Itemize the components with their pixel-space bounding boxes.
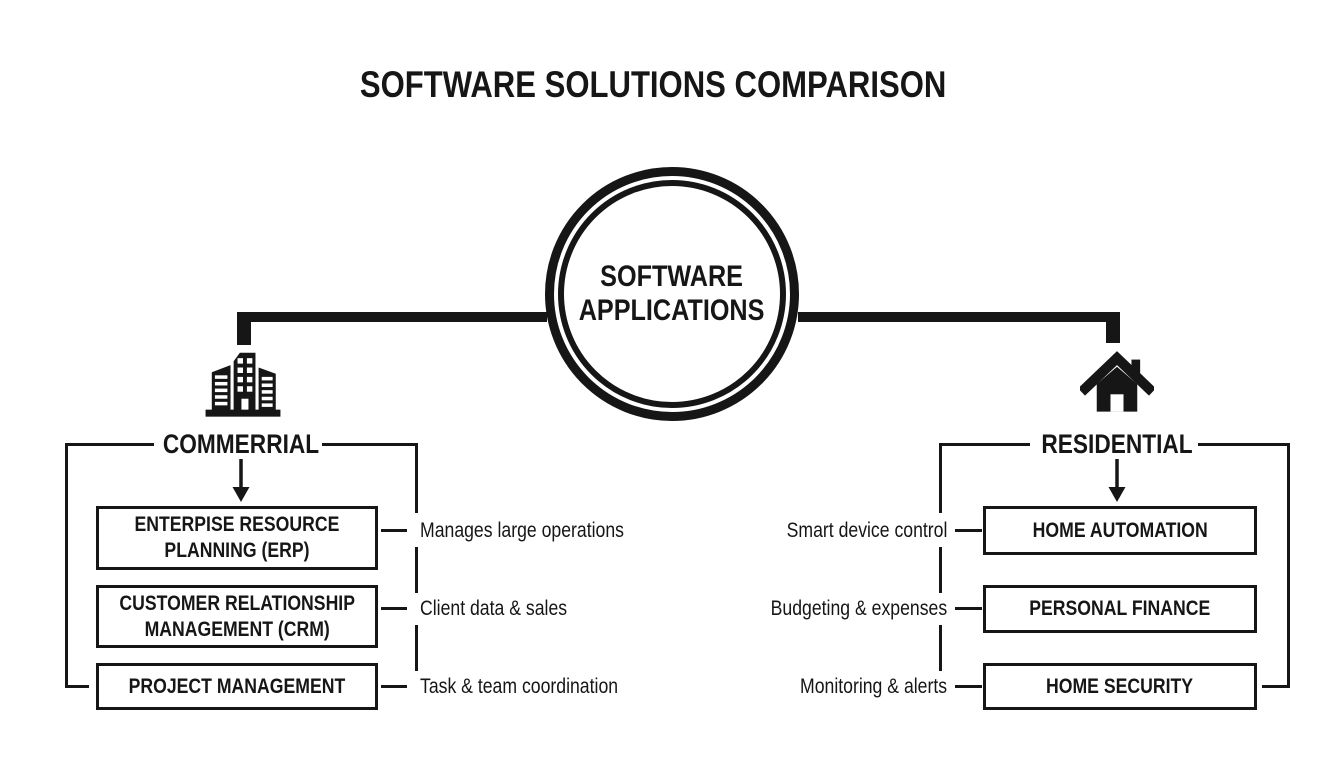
spine-right-seg1 bbox=[939, 443, 942, 513]
desc-crm-text: Client data & sales bbox=[420, 597, 568, 620]
diagram-title-text: SOFTWARE SOLUTIONS COMPARISON bbox=[359, 64, 947, 105]
box-project-management: PROJECT MANAGEMENT bbox=[96, 663, 378, 710]
desc-project-management-text: Task & team coordination bbox=[420, 675, 619, 698]
commercial-branch-label-text: COMMERRIAL bbox=[162, 429, 320, 459]
connector-bar-left bbox=[237, 312, 547, 322]
spine-left-seg1 bbox=[415, 443, 418, 513]
down-arrow-residential bbox=[1108, 459, 1126, 502]
tick-crm bbox=[381, 607, 407, 610]
desc-home-automation-text: Smart device control bbox=[786, 519, 947, 542]
box-crm: CUSTOMER RELATIONSHIP MANAGEMENT (CRM) bbox=[96, 585, 378, 648]
center-node-label: SOFTWARE APPLICATIONS bbox=[579, 260, 765, 328]
box-personal-finance: PERSONAL FINANCE bbox=[983, 585, 1257, 633]
spine-right-seg3 bbox=[939, 625, 942, 671]
desc-erp-text: Manages large operations bbox=[420, 519, 624, 542]
down-arrow-commercial bbox=[232, 459, 250, 502]
desc-home-security: Monitoring & alerts bbox=[697, 674, 947, 700]
box-home-automation-line1: HOME AUTOMATION bbox=[1032, 518, 1208, 542]
bracket-left-vertical bbox=[65, 443, 68, 688]
box-home-security-line1: HOME SECURITY bbox=[1046, 674, 1194, 698]
desc-project-management: Task & team coordination bbox=[420, 674, 670, 700]
box-crm-text: CUSTOMER RELATIONSHIP MANAGEMENT (CRM) bbox=[119, 591, 355, 643]
spine-right-seg2 bbox=[939, 547, 942, 593]
software-applications-node: SOFTWARE APPLICATIONS bbox=[545, 167, 799, 421]
desc-erp: Manages large operations bbox=[420, 518, 670, 544]
box-erp: ENTERPISE RESOURCE PLANNING (ERP) bbox=[96, 506, 378, 570]
box-erp-line1: ENTERPISE RESOURCE bbox=[134, 513, 340, 536]
bracket-left-bottom bbox=[65, 685, 89, 688]
hline-residential-left bbox=[940, 443, 1030, 446]
residential-branch-label-text: RESIDENTIAL bbox=[1041, 429, 1193, 459]
box-crm-line2: MANAGEMENT (CRM) bbox=[144, 617, 330, 641]
residential-branch-label: RESIDENTIAL bbox=[1017, 429, 1217, 460]
tick-project-management bbox=[381, 685, 407, 688]
connector-stub-right bbox=[1106, 312, 1120, 343]
house-icon bbox=[1080, 351, 1154, 412]
box-crm-line1: CUSTOMER RELATIONSHIP bbox=[119, 591, 355, 615]
building-icon bbox=[205, 352, 281, 417]
tick-erp bbox=[381, 529, 407, 532]
box-erp-text: ENTERPISE RESOURCE PLANNING (ERP) bbox=[135, 512, 340, 564]
tick-home-security bbox=[955, 685, 982, 688]
box-project-management-text: PROJECT MANAGEMENT bbox=[129, 674, 346, 700]
tick-personal-finance bbox=[955, 607, 982, 610]
connector-stub-left bbox=[237, 312, 251, 345]
box-personal-finance-line1: PERSONAL FINANCE bbox=[1029, 597, 1211, 620]
desc-personal-finance: Budgeting & expenses bbox=[697, 596, 947, 622]
box-personal-finance-text: PERSONAL FINANCE bbox=[1030, 596, 1211, 622]
center-node-line2: APPLICATIONS bbox=[579, 294, 765, 327]
box-home-automation: HOME AUTOMATION bbox=[983, 506, 1257, 555]
desc-crm: Client data & sales bbox=[420, 596, 670, 622]
box-project-management-line1: PROJECT MANAGEMENT bbox=[128, 674, 346, 698]
spine-left-seg3 bbox=[415, 625, 418, 671]
hline-residential-right bbox=[1198, 443, 1290, 446]
box-home-security: HOME SECURITY bbox=[983, 663, 1257, 710]
center-node-line1: SOFTWARE bbox=[600, 260, 744, 293]
spine-left-seg2 bbox=[415, 547, 418, 593]
commercial-branch-label: COMMERRIAL bbox=[141, 429, 341, 460]
connector-bar-right bbox=[798, 312, 1120, 322]
desc-home-automation: Smart device control bbox=[697, 518, 947, 544]
diagram-title: SOFTWARE SOLUTIONS COMPARISON bbox=[0, 64, 1306, 106]
box-erp-line2: PLANNING (ERP) bbox=[164, 539, 310, 562]
tick-home-automation bbox=[955, 529, 982, 532]
box-home-automation-text: HOME AUTOMATION bbox=[1032, 518, 1207, 544]
software-applications-node-ring: SOFTWARE APPLICATIONS bbox=[558, 180, 786, 408]
box-home-security-text: HOME SECURITY bbox=[1046, 674, 1193, 700]
bracket-right-bottom bbox=[1262, 685, 1290, 688]
hline-commercial-left bbox=[66, 443, 154, 446]
hline-commercial-right bbox=[322, 443, 418, 446]
desc-personal-finance-text: Budgeting & expenses bbox=[770, 597, 947, 620]
bracket-right-vertical bbox=[1287, 443, 1290, 688]
desc-home-security-text: Monitoring & alerts bbox=[799, 675, 947, 698]
